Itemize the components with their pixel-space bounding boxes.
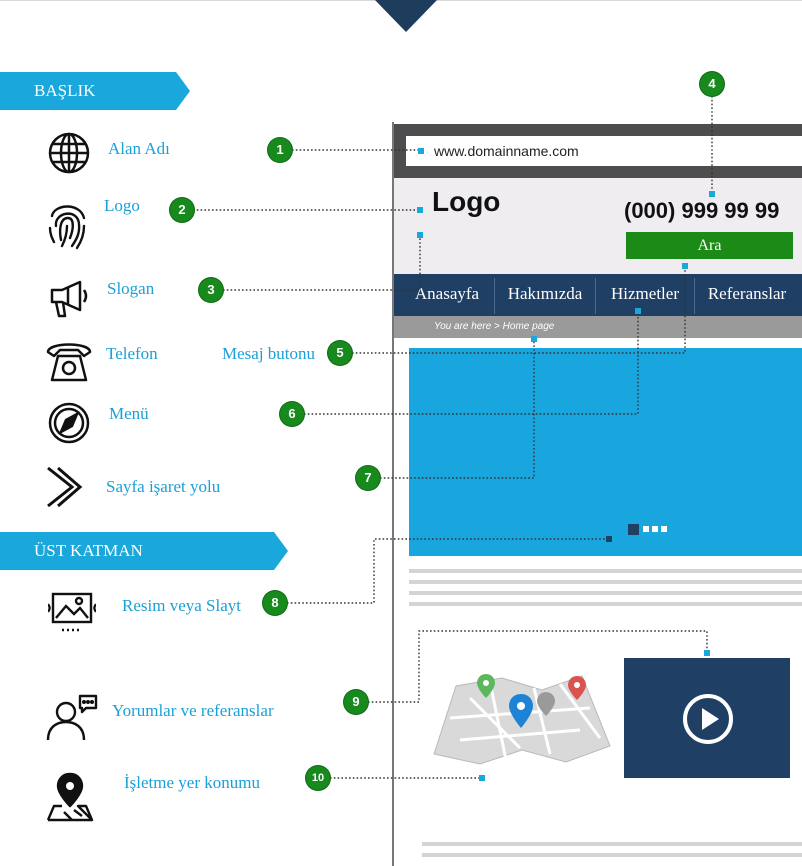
- connector-endpoint: [635, 308, 641, 314]
- fingerprint-icon: [48, 205, 86, 250]
- breadcrumb-text: You are here > Home page: [434, 321, 555, 332]
- connector-endpoint: [606, 536, 612, 542]
- text-line-placeholder: [422, 842, 802, 846]
- image-icon: [48, 592, 96, 632]
- label-breadcrumb: Sayfa işaret yolu: [106, 477, 221, 496]
- connector-endpoint: [417, 232, 423, 238]
- nav-divider: [694, 278, 695, 314]
- hero-slider: [409, 348, 802, 556]
- text-line-placeholder: [422, 853, 802, 857]
- label-image-slider: Resim veya Slayt: [122, 596, 241, 615]
- badge-8: 8: [263, 591, 287, 615]
- user-comment-icon: [46, 694, 98, 741]
- site-phone: (000) 999 99 99: [624, 198, 780, 223]
- connector-endpoint: [531, 336, 537, 342]
- telephone-icon: [46, 343, 92, 382]
- chevron-right-icon: [47, 466, 83, 508]
- label-business-location: İşletme yer konumu: [124, 773, 260, 792]
- nav-item-services: Hizmetler: [611, 284, 679, 303]
- label-slogan: Slogan: [107, 279, 155, 298]
- connector-endpoint: [479, 775, 485, 781]
- play-icon: [683, 694, 733, 744]
- text-line-placeholder: [409, 602, 802, 606]
- megaphone-icon: [50, 280, 88, 318]
- connector-endpoint: [709, 191, 715, 197]
- map-illustration: [433, 674, 611, 765]
- slider-dot: [643, 526, 649, 532]
- label-menu: Menü: [109, 404, 149, 423]
- compass-icon: [48, 402, 90, 444]
- nav-item-references: Referanslar: [707, 284, 787, 303]
- site-logo: Logo: [432, 186, 501, 217]
- label-telephone: Telefon: [106, 344, 158, 363]
- connector-endpoint: [682, 263, 688, 269]
- label-domain-name: Alan Adı: [108, 139, 170, 158]
- text-line-placeholder: [409, 591, 802, 595]
- text-line-placeholder: [409, 580, 802, 584]
- call-button: Ara: [626, 232, 793, 259]
- badge-1: 1: [268, 138, 292, 162]
- label-message-button: Mesaj butonu: [222, 344, 316, 363]
- label-reviews: Yorumlar ve referanslar: [112, 701, 274, 720]
- map-pin-icon: [46, 772, 94, 822]
- badge-3: 3: [199, 278, 223, 302]
- top-arrow-marker: [375, 0, 437, 32]
- badge-5: 5: [328, 341, 352, 365]
- badge-6: 6: [280, 402, 304, 426]
- badge-4: 4: [700, 72, 724, 96]
- mockup-left-edge: [392, 122, 394, 866]
- badge-9: 9: [344, 690, 368, 714]
- badge-7: 7: [356, 466, 380, 490]
- nav-item-home: Anasayfa: [414, 284, 480, 303]
- connector-endpoint: [704, 650, 710, 656]
- section-ribbon-header: BAŞLIK: [0, 72, 190, 110]
- badge-2: 2: [170, 198, 194, 222]
- slider-dot: [661, 526, 667, 532]
- globe-icon: [48, 132, 90, 174]
- connector-endpoint: [417, 207, 423, 213]
- nav-item-about: Hakımızda: [507, 284, 583, 303]
- url-field: www.domainname.com: [406, 136, 802, 166]
- badge-10: 10: [306, 766, 330, 790]
- slider-dot-active: [628, 524, 639, 535]
- label-logo: Logo: [104, 196, 140, 215]
- text-line-placeholder: [409, 569, 802, 573]
- section-ribbon-overlay: ÜST KATMAN: [0, 532, 288, 570]
- slider-dot: [652, 526, 658, 532]
- connector-endpoint: [418, 148, 424, 154]
